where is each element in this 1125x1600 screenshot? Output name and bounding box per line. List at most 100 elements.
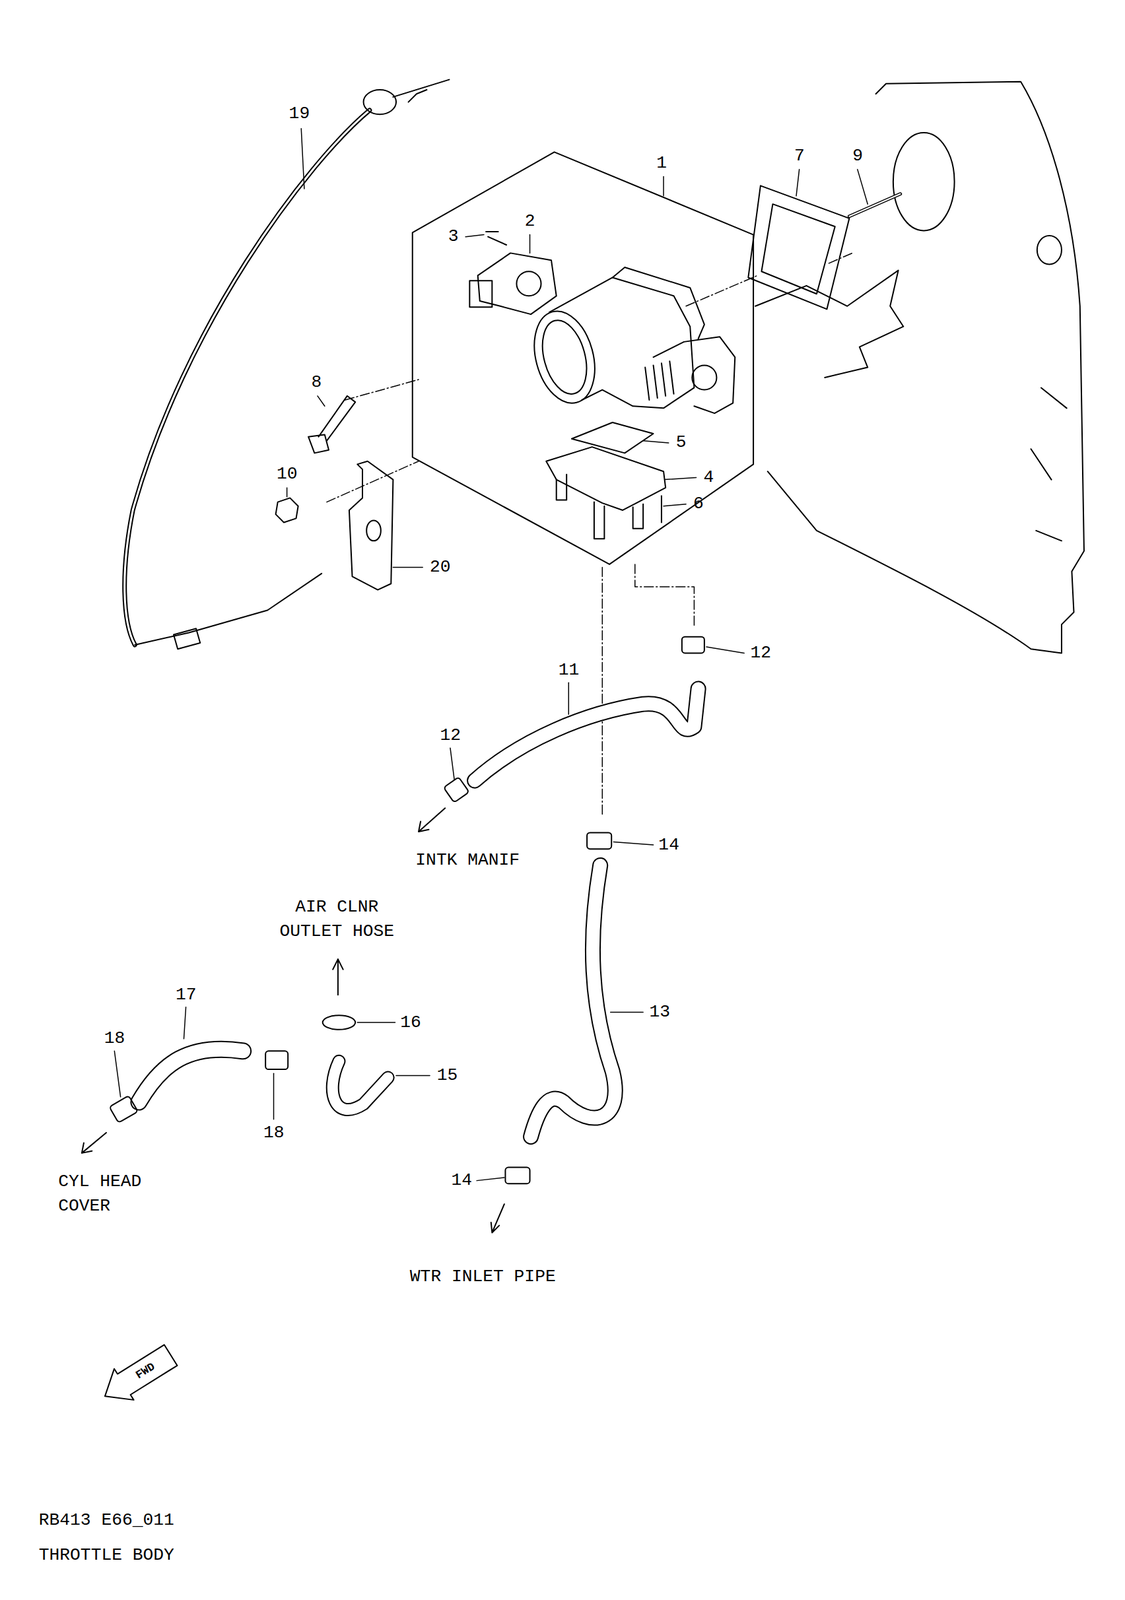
callout-number: 19 <box>289 101 311 127</box>
nut <box>275 497 299 523</box>
leader-line <box>706 647 745 653</box>
centre-line <box>602 567 604 817</box>
destination-label: AIR CLNR OUTLET HOSE <box>270 894 404 945</box>
leader-line <box>317 396 325 407</box>
callout-number: 12 <box>750 640 772 666</box>
leader-line <box>183 1007 186 1040</box>
bolt <box>308 396 356 454</box>
callout-number: 6 <box>693 491 704 517</box>
leader-line <box>568 682 570 715</box>
hose-inner <box>474 688 699 781</box>
centre-line <box>326 461 419 503</box>
callout-number: 14 <box>450 1168 473 1194</box>
throttle-cable-end <box>134 573 322 646</box>
leader-line <box>450 748 455 780</box>
clamp-ring <box>322 1015 356 1030</box>
throttle-bore-inner <box>534 315 594 400</box>
iac-gasket <box>571 422 654 453</box>
callout-number: 2 <box>524 208 536 234</box>
engine-rib <box>1031 387 1067 541</box>
leader-line <box>114 1051 121 1098</box>
leader-line <box>796 169 800 197</box>
leader-line <box>476 1177 505 1182</box>
throttle-flange <box>612 267 705 339</box>
throttle-spring <box>645 361 674 401</box>
callout-number: 16 <box>400 1010 422 1036</box>
leader-line <box>301 128 305 189</box>
screw <box>660 495 663 523</box>
stud-core <box>849 194 900 217</box>
leader-line <box>529 235 531 254</box>
throttle-cable-core <box>124 110 370 646</box>
leader-line <box>664 477 697 480</box>
hose-inner <box>332 1061 389 1110</box>
throttle-sensor <box>477 252 557 315</box>
clamp <box>681 637 705 654</box>
stud <box>849 194 900 217</box>
callout-number: 1 <box>656 150 667 176</box>
callout-number: 3 <box>448 223 459 249</box>
callout-number: 7 <box>794 143 805 169</box>
direction-arrow <box>81 1132 107 1154</box>
leader-line <box>857 169 868 205</box>
callout-number: 20 <box>429 554 451 580</box>
hose <box>138 1049 243 1103</box>
callout-number: 17 <box>175 982 197 1008</box>
engine-port <box>893 132 955 231</box>
callout-number: 4 <box>703 464 714 490</box>
callout-number: 11 <box>558 658 580 684</box>
throttle-pulley <box>691 365 717 390</box>
leader-line <box>643 441 669 444</box>
engine-edge <box>755 270 904 378</box>
hose-inner <box>138 1049 243 1103</box>
clamp <box>109 1095 138 1124</box>
engine-hole <box>1037 235 1062 265</box>
cable-adjuster <box>363 89 397 115</box>
leader-line <box>273 1073 275 1120</box>
centre-line <box>685 275 758 306</box>
sensor-connector <box>469 280 492 307</box>
iac-valve <box>545 446 666 511</box>
engine-outline <box>767 81 1085 654</box>
clamp <box>505 1167 530 1185</box>
hose <box>474 688 699 781</box>
leader-line <box>610 1012 644 1014</box>
callout-number: 13 <box>648 1000 671 1026</box>
callout-number: 9 <box>852 143 863 169</box>
leader-line <box>662 176 665 196</box>
centre-line <box>635 564 695 628</box>
group-outline <box>412 151 754 565</box>
diagram-code: RB413 E66_011 <box>38 1508 175 1534</box>
callout-number: 18 <box>104 1026 126 1052</box>
leader-line <box>663 504 686 507</box>
bracket <box>349 461 393 591</box>
callout-number: 15 <box>437 1062 459 1089</box>
destination-label: INTK MANIF <box>415 847 520 873</box>
gasket <box>748 185 850 309</box>
centre-line <box>345 379 419 401</box>
callout-number: 8 <box>311 370 323 396</box>
direction-arrow <box>418 808 445 832</box>
leader-line <box>357 1022 395 1024</box>
destination-label: WTR INLET PIPE <box>409 1264 556 1290</box>
throttle-cable <box>124 110 370 646</box>
throttle-housing <box>549 277 695 409</box>
clamp <box>586 832 612 850</box>
callout-number: 5 <box>676 430 687 456</box>
callout-number: 14 <box>658 832 680 858</box>
direction-arrow <box>332 959 343 995</box>
hose <box>530 865 616 1137</box>
centre-line <box>828 252 853 263</box>
hose-inner <box>530 865 616 1137</box>
bracket-hole <box>366 520 381 541</box>
leader-line <box>392 567 423 569</box>
leader-line <box>465 235 484 238</box>
leader-line <box>396 1075 430 1077</box>
gasket-inner <box>761 204 835 294</box>
sensor-port <box>516 271 541 296</box>
leader-line <box>286 487 288 498</box>
direction-arrow <box>491 1204 505 1233</box>
throttle-linkage <box>653 336 736 414</box>
